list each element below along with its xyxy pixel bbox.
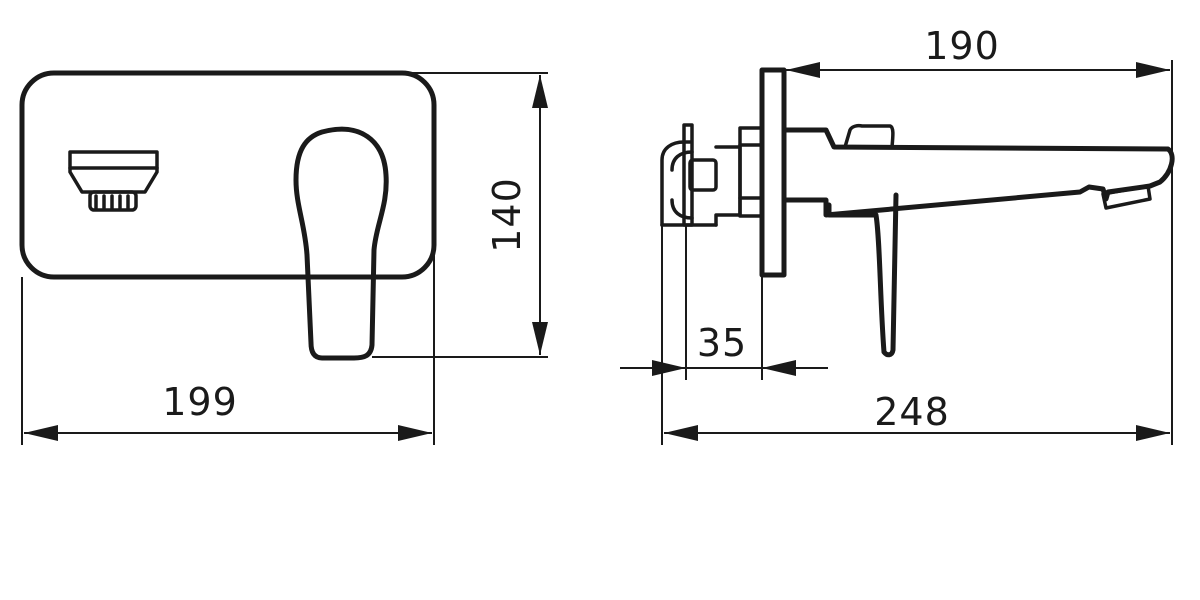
side-total-label: 248 [874,390,950,434]
front-height-label: 140 [485,177,529,253]
side-aerator [1101,184,1152,210]
front-view: 140 199 [19,70,548,445]
side-view: 190 35 248 [620,24,1175,445]
side-mounting-body [660,123,764,227]
side-cover-plate [759,67,787,278]
side-lever-top [843,123,895,149]
side-spout [781,127,1175,218]
side-lever-blade [826,192,899,358]
side-spout-label: 190 [924,24,1000,68]
side-depth-label: 35 [697,321,747,365]
front-width-label: 199 [162,380,238,424]
front-lever-handle [293,126,389,361]
front-diverter-knob [68,150,159,212]
front-cover-plate [19,70,437,280]
